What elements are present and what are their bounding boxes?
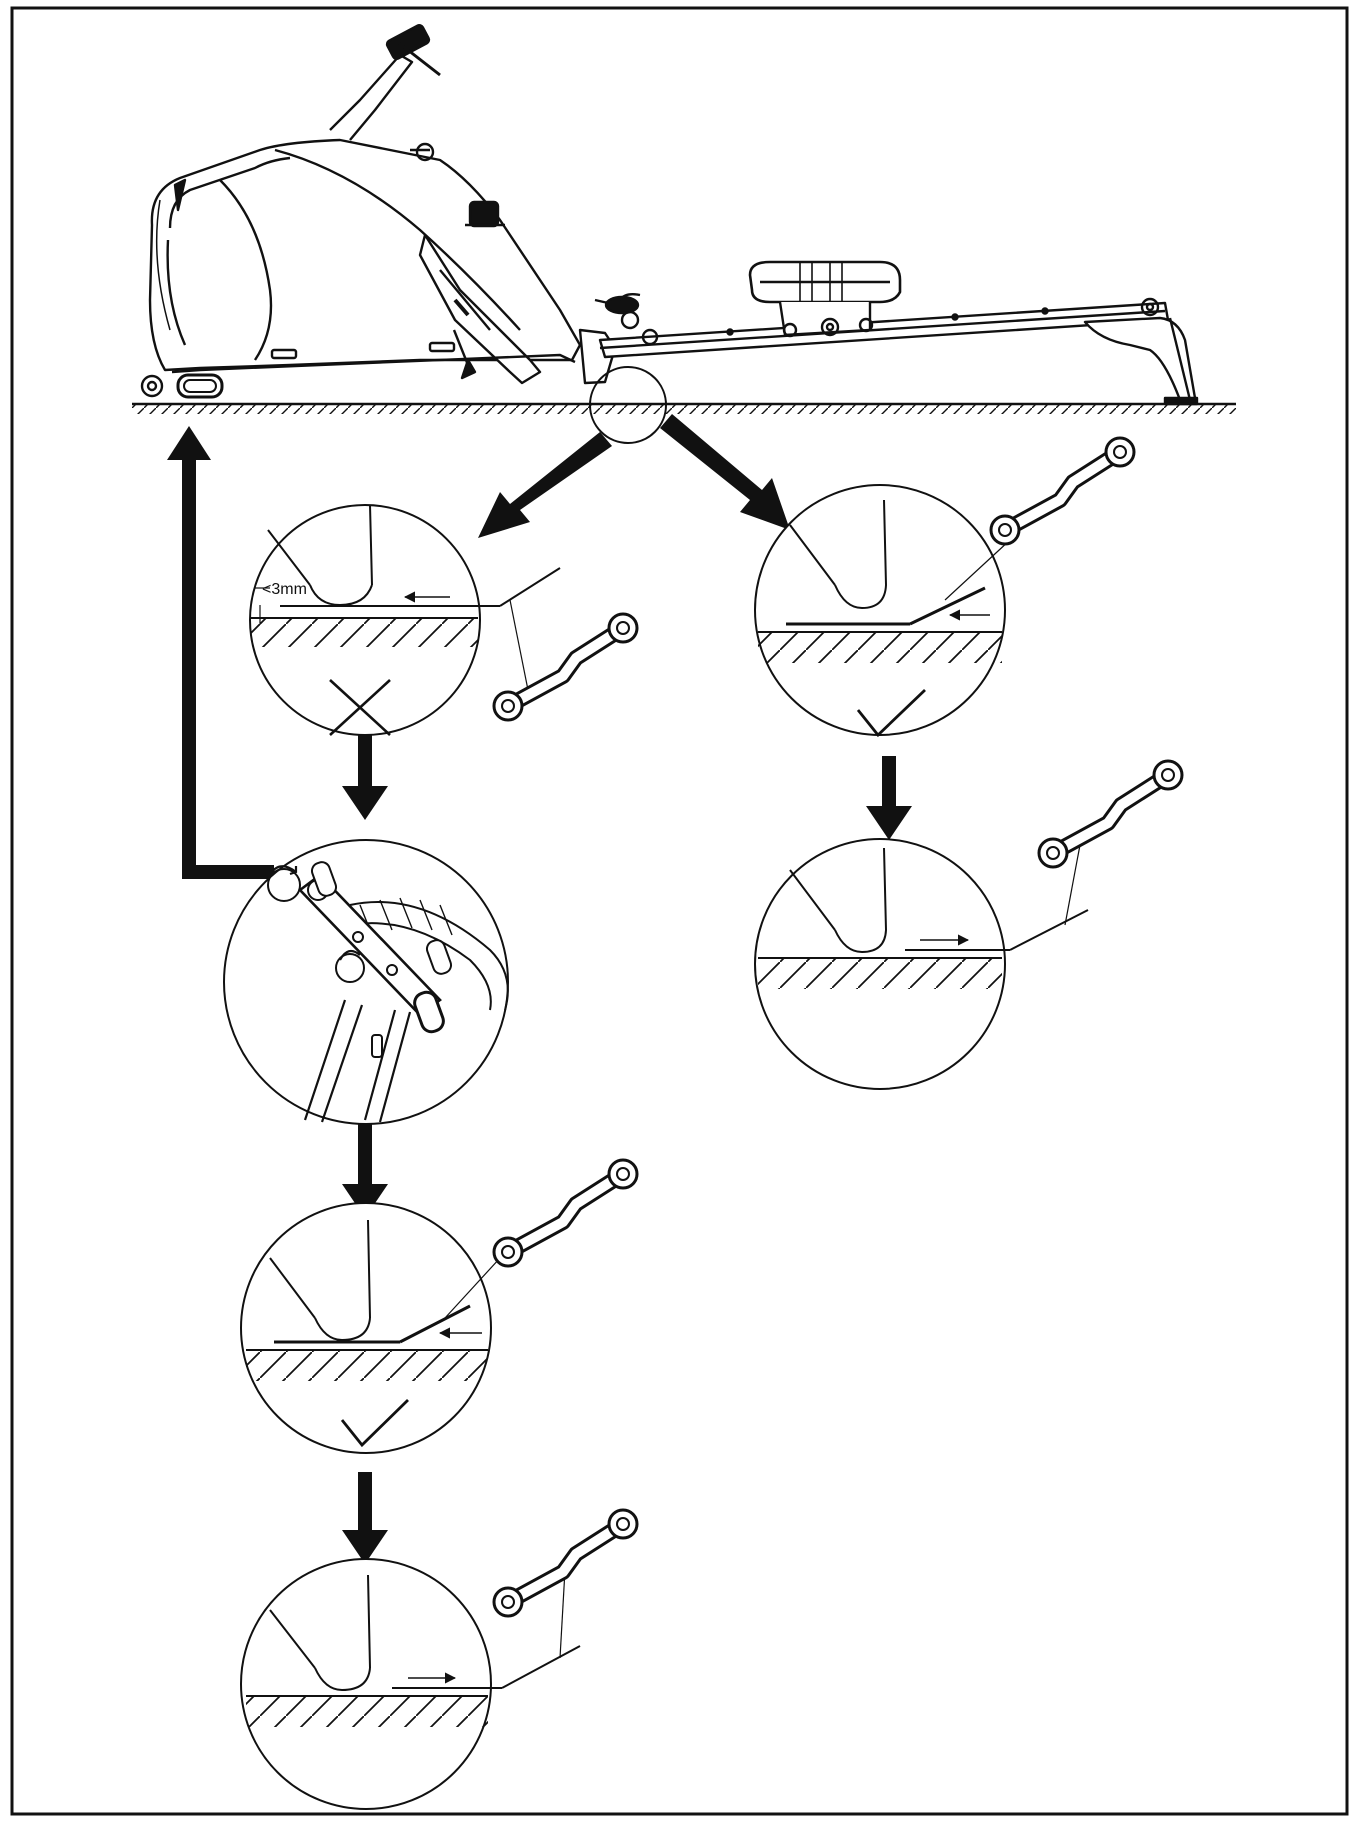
rowing-machine [132,23,1236,414]
detail-correct-shim [754,484,1011,738]
flow-arrows [167,414,912,1564]
wrench-icon [494,1510,637,1616]
detail-remove-wrench-left [240,1558,581,1810]
gap-dimension-label: <3mm [262,581,307,598]
page-border [10,6,1349,1816]
wrench-icon [991,438,1134,544]
detail-remove-wrench-right [754,838,1089,1090]
detail-adjust-feet [223,839,509,1125]
detail-circle-source [589,366,667,444]
detail-shim-check-left [240,1202,501,1454]
wrench-icon [494,1160,637,1266]
detail-wrong-gap [249,504,561,736]
wrench-icon [1039,761,1182,867]
